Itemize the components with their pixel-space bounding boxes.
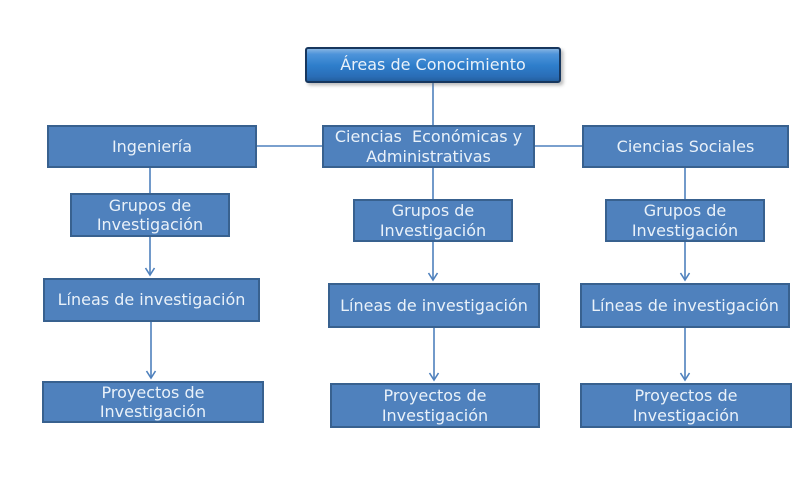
node-label: Grupos de Investigación xyxy=(96,195,204,234)
node-proyectos-investigacion-sociales: Proyectos de Investigación xyxy=(580,383,792,428)
node-lineas-investigacion-ingenieria: Líneas de investigación xyxy=(43,278,260,322)
node-ciencias-sociales: Ciencias Sociales xyxy=(582,125,789,168)
node-ingenieria: Ingeniería xyxy=(47,125,257,168)
node-label: Grupos de Investigación xyxy=(631,201,739,240)
node-proyectos-investigacion-ingenieria: Proyectos de Investigación xyxy=(42,381,264,423)
node-grupos-investigacion-economicas: Grupos de Investigación xyxy=(353,199,513,242)
node-ciencias-economicas-administrativas: Ciencias Económicas y Administrativas xyxy=(322,125,535,168)
node-areas-de-conocimiento: Áreas de Conocimiento xyxy=(305,47,561,83)
node-label: Grupos de Investigación xyxy=(379,201,487,240)
node-label: Proyectos de Investigación xyxy=(381,386,489,425)
node-label: Líneas de investigación xyxy=(340,295,528,315)
node-label: Áreas de Conocimiento xyxy=(340,55,526,75)
node-lineas-investigacion-sociales: Líneas de investigación xyxy=(580,283,790,328)
node-label: Ciencias Económicas y Administrativas xyxy=(334,127,523,166)
node-grupos-investigacion-sociales: Grupos de Investigación xyxy=(605,199,765,242)
node-lineas-investigacion-economicas: Líneas de investigación xyxy=(328,283,540,328)
node-label: Líneas de investigación xyxy=(591,295,779,315)
node-grupos-investigacion-ingenieria: Grupos de Investigación xyxy=(70,193,230,237)
node-label: Proyectos de Investigación xyxy=(632,386,740,425)
node-label: Ingeniería xyxy=(111,136,193,156)
node-proyectos-investigacion-economicas: Proyectos de Investigación xyxy=(330,383,540,428)
node-label: Proyectos de Investigación xyxy=(99,382,207,421)
node-label: Líneas de investigación xyxy=(57,290,246,310)
node-label: Ciencias Sociales xyxy=(616,136,755,156)
